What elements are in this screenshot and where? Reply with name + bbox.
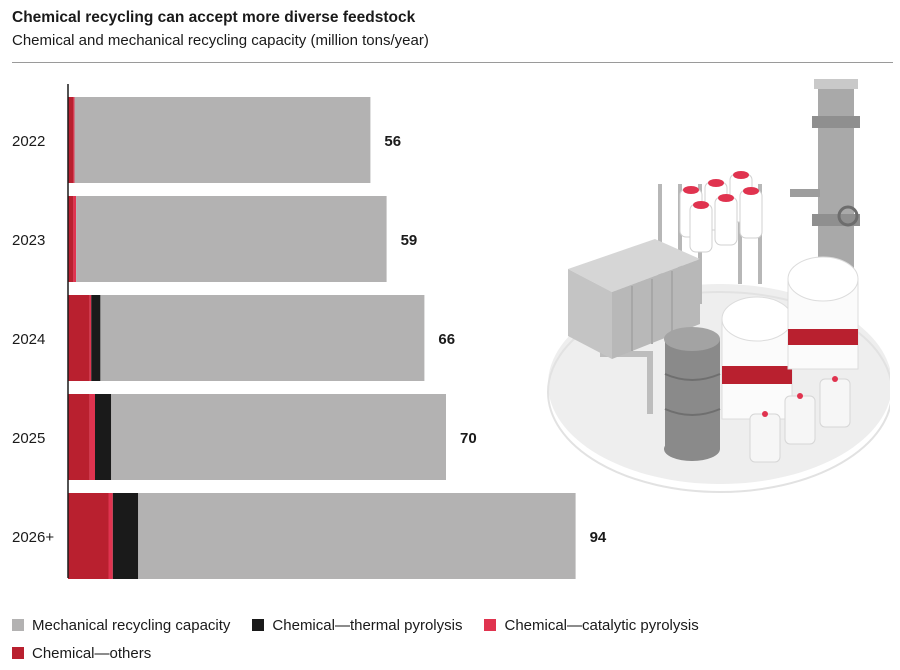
header-divider <box>12 62 893 63</box>
bar-segment-catalytic <box>89 394 95 480</box>
stacked-bar-chart: 2022 56 2023 59 2024 66 2025 70 2026+ 94 <box>12 84 607 579</box>
legend-item-catalytic: Chemical—catalytic pyrolysis <box>484 616 699 634</box>
legend-swatch-catalytic <box>484 619 497 631</box>
chemical-plant-illustration <box>547 79 890 493</box>
category-label: 2023 <box>12 232 45 249</box>
data-label: 66 <box>438 331 455 348</box>
legend-label-catalytic: Chemical—catalytic pyrolysis <box>504 616 699 634</box>
bar-segment-others <box>68 493 109 579</box>
legend-item-thermal: Chemical—thermal pyrolysis <box>252 617 462 634</box>
legend-row: Chemical—others <box>12 642 892 664</box>
legend-label-mechanical: Mechanical recycling capacity <box>32 616 231 634</box>
chart-subtitle: Chemical and mechanical recycling capaci… <box>12 32 429 49</box>
legend-label-thermal: Chemical—thermal pyrolysis <box>272 616 463 634</box>
bar-segment-mechanical <box>74 97 371 183</box>
legend-swatch-others <box>12 647 24 659</box>
legend-item-mechanical: Mechanical recycling capacity <box>12 617 230 634</box>
bar-segment-thermal <box>95 394 112 480</box>
bar-segment-catalytic <box>73 97 75 183</box>
chart-title: Chemical recycling can accept more diver… <box>12 9 416 26</box>
bar-segment-catalytic <box>108 493 113 579</box>
legend-swatch-mechanical <box>12 619 24 631</box>
data-label: 94 <box>590 529 607 546</box>
category-label: 2025 <box>12 430 45 447</box>
bar-segment-catalytic <box>89 295 92 381</box>
category-label: 2026+ <box>12 529 54 546</box>
bar-segment-thermal <box>112 493 139 579</box>
category-label: 2022 <box>12 133 45 150</box>
bar-segment-others <box>68 295 90 381</box>
bar-segment-mechanical <box>138 493 576 579</box>
legend-item-others: Chemical—others <box>12 645 151 662</box>
data-label: 59 <box>401 232 418 249</box>
data-label: 56 <box>384 133 401 150</box>
bar-segment-others <box>68 394 90 480</box>
bar-segment-thermal <box>91 295 101 381</box>
bar-segment-mechanical <box>76 196 387 282</box>
chart-legend: Mechanical recycling capacity Chemical—t… <box>12 614 892 670</box>
bar-segment-others <box>68 196 74 282</box>
bar-segment-mechanical <box>111 394 446 480</box>
bar-segment-mechanical <box>100 295 425 381</box>
bar-segment-others <box>68 97 74 183</box>
legend-label-others: Chemical—others <box>32 644 152 662</box>
legend-row: Mechanical recycling capacity Chemical—t… <box>12 614 892 636</box>
category-label: 2024 <box>12 331 45 348</box>
legend-swatch-thermal <box>252 619 265 631</box>
bar-segment-catalytic <box>73 196 77 282</box>
data-label: 70 <box>460 430 477 447</box>
